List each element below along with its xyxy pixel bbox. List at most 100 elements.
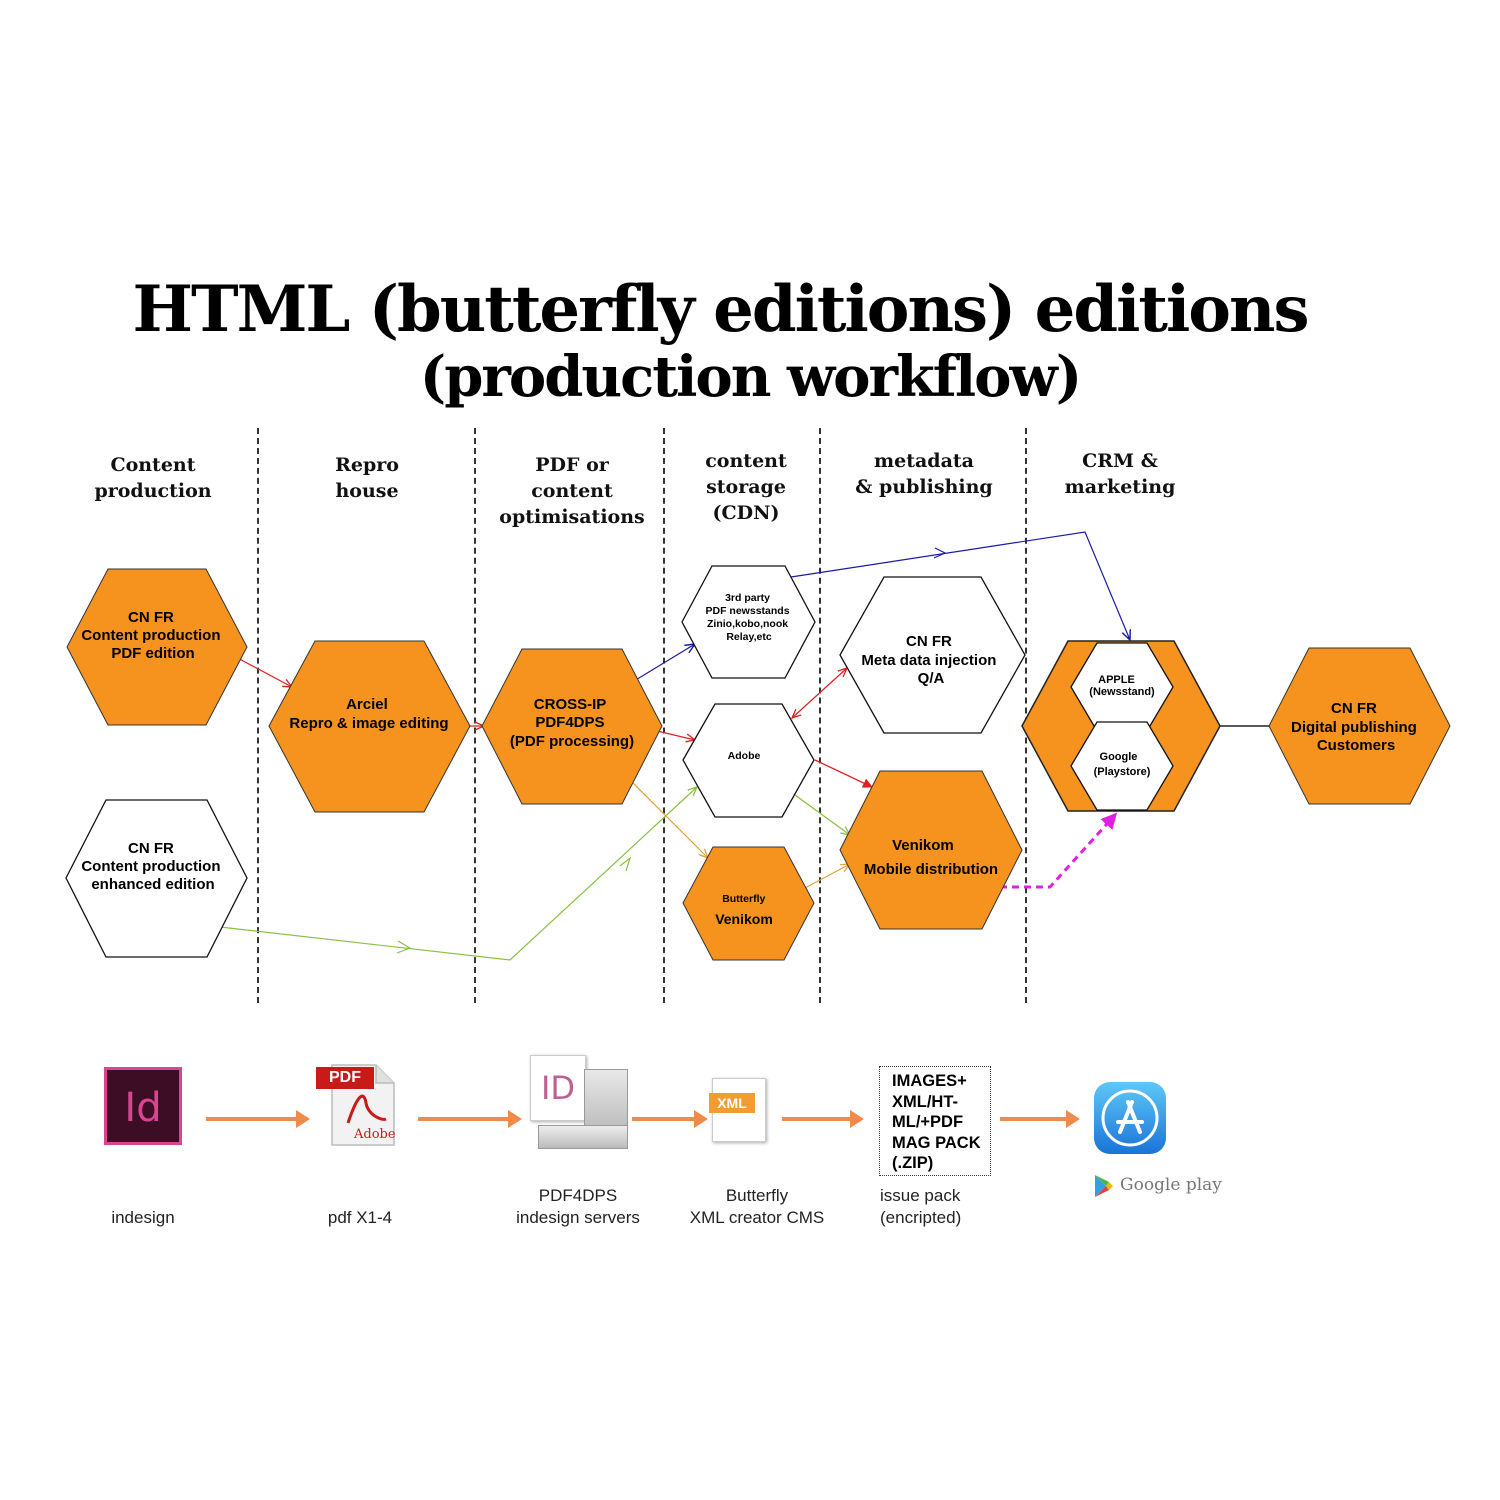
tool-arrow (632, 1110, 708, 1128)
label-google: Google (Playstore) (1094, 751, 1151, 778)
link-enhanced-to-adobe (219, 787, 697, 961)
label-arciel: Arciel Repro & image editing (289, 696, 448, 732)
column-header-metadata-publishing: metadata & publishing (824, 448, 1024, 500)
hex-venikom-distribution (839, 770, 1023, 930)
column-header-line: Repro (335, 454, 399, 476)
server-tower (584, 1069, 628, 1129)
label-butterfly-venikom: Butterfly Venikom (715, 889, 773, 927)
label-cnfr-pdf: CN FR Content production PDF edition (81, 609, 224, 662)
column-header-line: production (94, 480, 212, 502)
column-header-line: optimisations (499, 506, 645, 528)
label-apple: APPLE (Newsstand) (1089, 674, 1155, 698)
hex-google (1070, 721, 1174, 811)
xml-badge: XML (709, 1093, 755, 1113)
column-header-line: house (335, 480, 399, 502)
page-title-line2: (production workflow) (419, 344, 1082, 410)
link-enhanced-midarrow-2 (619, 856, 632, 872)
server-base (538, 1125, 628, 1149)
column-header-line: storage (706, 476, 786, 498)
link-adobe-metadata (792, 668, 847, 718)
link-enhanced-midarrow-1 (396, 940, 412, 954)
column-header-content-storage: content storage (CDN) (666, 448, 826, 526)
link-crossip-to-thirdparty (633, 644, 695, 682)
label-customers: CN FR Digital publishing Customers (1291, 700, 1421, 754)
column-divider (474, 428, 476, 1003)
link-butterfly-to-venikom (804, 864, 850, 889)
tool-label-line: pdf X1-4 (327, 1208, 393, 1227)
column-divider (1025, 428, 1027, 1003)
server-document: ID (530, 1055, 586, 1121)
column-header-line: CRM & (1082, 450, 1158, 472)
issue-pack-line: MAG PACK (892, 1133, 981, 1152)
link-thirdparty-to-apple (790, 531, 1130, 640)
tool-arrow (1000, 1110, 1080, 1128)
tool-arrow (418, 1110, 522, 1128)
label-metadata: CN FR Meta data injection Q/A (861, 633, 1000, 687)
tool-label-line: indesign servers (516, 1208, 640, 1227)
hex-cnfr-enhanced-edition (65, 799, 248, 958)
link-venikom-to-stores (1000, 812, 1118, 889)
issue-pack-line: (.ZIP) (892, 1154, 934, 1172)
column-divider (257, 428, 259, 1003)
issue-pack-box: IMAGES+ XML/HT- ML/+PDF MAG PACK (.ZIP) (879, 1066, 991, 1176)
column-header-line: & publishing (855, 476, 993, 498)
hex-cnfr-pdf-edition (66, 568, 248, 726)
google-play-text: Google play (1120, 1175, 1222, 1195)
hex-thirdparty (681, 565, 816, 679)
tool-label-line: Butterfly (725, 1186, 789, 1205)
xml-file-icon: XML (709, 1078, 766, 1142)
tool-label-line: issue pack (880, 1186, 961, 1205)
column-header-line: (CDN) (712, 502, 780, 524)
pdf-brand: Adobe (354, 1127, 396, 1142)
column-header-line: metadata (874, 450, 974, 472)
issue-pack-line: XML/HT- (892, 1092, 958, 1111)
label-crossip: CROSS-IP PDF4DPS (PDF processing) (510, 696, 634, 750)
link-thirdparty-midarrow (933, 547, 947, 559)
hex-butterfly-venikom (682, 846, 815, 961)
column-header-line: Content (110, 454, 196, 476)
column-header-line: content (705, 450, 787, 472)
hex-metadata (839, 576, 1026, 734)
label-adobe: Adobe (728, 750, 761, 762)
tool-label-butterfly-cms: Butterfly XML creator CMS (672, 1185, 842, 1229)
pdf-badge: PDF (316, 1067, 374, 1089)
tool-arrow (206, 1110, 310, 1128)
hex-arciel (268, 640, 471, 813)
column-header-line: content (531, 480, 613, 502)
tool-label-pdf4dps: PDF4DPS indesign servers (493, 1185, 663, 1229)
hex-adobe (682, 703, 815, 818)
issue-pack-line: IMAGES+ (892, 1072, 967, 1090)
tool-label-pdf: pdf X1-4 (300, 1207, 420, 1229)
column-header-crm-marketing: CRM & marketing (1030, 448, 1210, 500)
column-header-line: PDF or (535, 454, 609, 476)
app-store-icon (1094, 1082, 1166, 1154)
server-document-text: ID (540, 1069, 576, 1107)
issue-pack-line: ML/+PDF (892, 1113, 964, 1131)
column-header-line: marketing (1064, 476, 1176, 498)
column-divider (663, 428, 665, 1003)
link-crossip-to-butterfly (629, 779, 708, 858)
tool-label-issue-pack: issue pack (encripted) (880, 1185, 1000, 1229)
tool-label-line: XML creator CMS (689, 1208, 825, 1227)
tool-label-line: indesign (111, 1208, 175, 1227)
link-pdf-to-arciel (231, 654, 292, 687)
link-adobe-to-venikom-red (814, 759, 873, 788)
indesign-icon-text: Id (124, 1085, 162, 1131)
column-header-pdf-optimisations: PDF or content optimisations (472, 452, 672, 530)
indesign-icon: Id (104, 1067, 182, 1145)
column-header-repro-house: Repro house (272, 452, 462, 504)
indesign-server-icon: ID (530, 1055, 628, 1151)
tool-arrow (782, 1110, 864, 1128)
tool-label-indesign: indesign (83, 1207, 203, 1229)
google-play-icon (1094, 1174, 1114, 1198)
label-cnfr-enhanced: CN FR Content production enhanced editio… (81, 840, 224, 893)
tool-label-line: PDF4DPS (538, 1186, 618, 1205)
pdf-file-icon: PDF Adobe (316, 1063, 396, 1147)
page-title-line1: HTML (butterfly editions) editions (132, 272, 1309, 347)
hex-customers (1268, 647, 1451, 805)
link-adobe-to-venikom-green (794, 794, 850, 835)
hex-crossip (481, 648, 663, 805)
label-thirdparty: 3rd party PDF newsstands Zinio,kobo,nook… (706, 592, 793, 643)
tool-label-line: (encripted) (880, 1208, 962, 1227)
column-header-content-production: Content production (58, 452, 248, 504)
